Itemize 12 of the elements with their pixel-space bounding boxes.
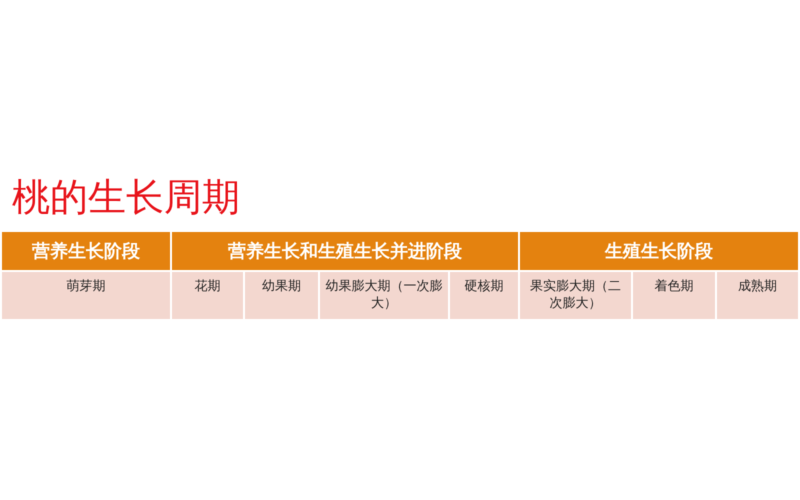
table-cell: 花期	[172, 272, 245, 321]
table-cell: 着色期	[633, 272, 717, 321]
table-cell: 萌芽期	[2, 272, 172, 321]
table-cell: 幼果膨大期（一次膨大）	[320, 272, 450, 321]
table-cell: 果实膨大期（二次膨大）	[520, 272, 633, 321]
table-header-cell: 生殖生长阶段	[520, 232, 800, 272]
table-cell: 硬核期	[450, 272, 520, 321]
table-header-cell: 营养生长阶段	[2, 232, 172, 272]
title: 桃的生长周期	[12, 174, 240, 221]
table-cell: 成熟期	[717, 272, 800, 321]
table-cell: 幼果期	[245, 272, 320, 321]
table-header-cell: 营养生长和生殖生长并进阶段	[172, 232, 520, 272]
